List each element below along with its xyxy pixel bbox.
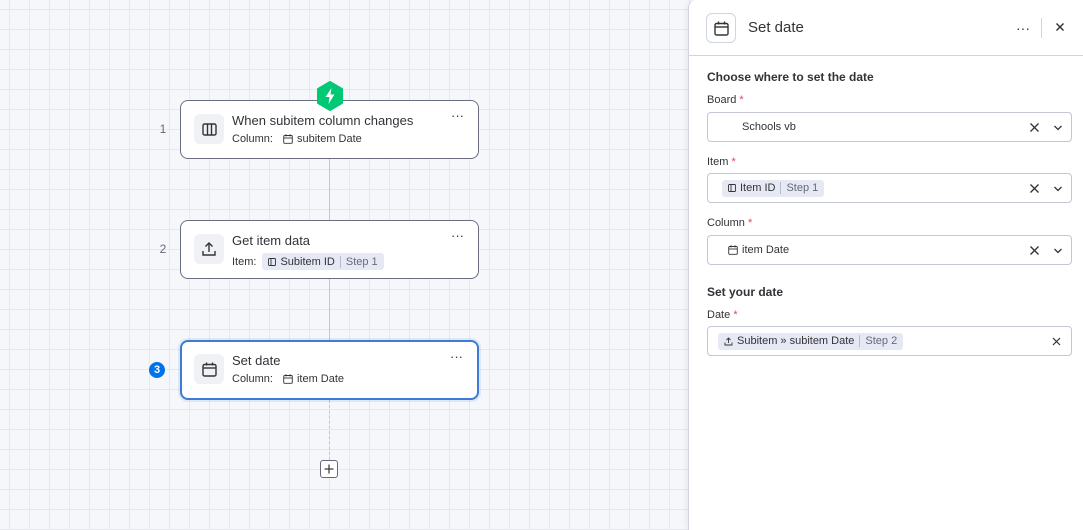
node-title: Set date — [232, 353, 281, 368]
connector-line — [329, 159, 330, 220]
chevron-down-icon[interactable] — [1053, 246, 1063, 256]
detail-label: Item: — [232, 255, 257, 268]
clear-icon[interactable] — [1052, 337, 1061, 346]
chevron-down-icon[interactable] — [1053, 123, 1063, 133]
node-more-menu[interactable]: ··· — [451, 228, 464, 243]
calendar-icon — [283, 134, 293, 144]
calendar-icon — [728, 245, 738, 255]
lightning-icon — [317, 81, 343, 111]
calendar-icon — [194, 354, 224, 384]
connector-dashed-line — [329, 400, 330, 460]
get-item-data-node[interactable]: Get item data Item: Subitem ID Step 1 ··… — [180, 220, 479, 279]
connector-line — [329, 279, 330, 340]
detail-value: subitem Date — [283, 133, 362, 145]
panel-more-menu[interactable]: ··· — [1016, 20, 1030, 36]
step-number-active: 3 — [149, 362, 165, 378]
node-title: Get item data — [232, 233, 311, 248]
plus-icon — [324, 464, 334, 474]
section-title: Set your date — [707, 285, 784, 299]
step-number: 1 — [159, 122, 167, 136]
variable-token: Subitem ID Step 1 — [262, 253, 384, 270]
item-select[interactable]: Item ID Step 1 — [707, 173, 1072, 203]
column-select[interactable]: item Date — [707, 235, 1072, 265]
node-detail: Column: subitem Date — [232, 133, 362, 145]
add-step-button[interactable] — [320, 460, 338, 478]
node-title: When subitem column changes — [232, 113, 414, 128]
column-value: item Date — [728, 244, 789, 256]
detail-label: Column: — [232, 373, 273, 385]
calendar-icon — [283, 374, 293, 384]
board-layout-icon — [194, 114, 224, 144]
workflow-canvas[interactable]: 1 When subitem column changes Column: su… — [0, 0, 688, 530]
calendar-icon — [706, 13, 736, 43]
close-icon[interactable] — [1053, 20, 1067, 34]
id-icon — [728, 184, 736, 192]
date-token: Subitem » subitem Date Step 2 — [718, 332, 904, 350]
panel-title: Set date — [748, 19, 804, 36]
item-label: Item * — [707, 156, 736, 168]
upload-icon — [194, 234, 224, 264]
clear-icon[interactable] — [1029, 183, 1040, 194]
board-label: Board * — [707, 94, 744, 106]
column-label: Column * — [707, 217, 753, 229]
node-more-menu[interactable]: ··· — [450, 349, 463, 364]
chevron-down-icon[interactable] — [1053, 184, 1063, 194]
board-value: Schools vb — [742, 121, 796, 133]
step-number: 2 — [159, 242, 167, 256]
upload-icon — [724, 336, 733, 345]
board-select[interactable]: Schools vb — [707, 112, 1072, 142]
node-more-menu[interactable]: ··· — [451, 108, 464, 123]
panel-header: Set date ··· — [689, 0, 1083, 56]
date-input[interactable]: Subitem » subitem Date Step 2 — [707, 326, 1072, 356]
id-icon — [268, 257, 277, 266]
set-date-panel: Set date ··· Choose where to set the dat… — [688, 0, 1083, 530]
section-title: Choose where to set the date — [707, 70, 874, 84]
item-token: Item ID Step 1 — [722, 179, 825, 197]
node-detail: Column: item Date — [232, 373, 344, 385]
clear-icon[interactable] — [1029, 122, 1040, 133]
set-date-node[interactable]: Set date Column: item Date ··· — [180, 340, 479, 400]
node-detail: Item: Subitem ID Step 1 — [232, 253, 384, 270]
detail-value: item Date — [283, 373, 344, 385]
date-label: Date * — [707, 309, 738, 321]
clear-icon[interactable] — [1029, 245, 1040, 256]
detail-label: Column: — [232, 133, 273, 145]
header-divider — [1041, 18, 1042, 38]
